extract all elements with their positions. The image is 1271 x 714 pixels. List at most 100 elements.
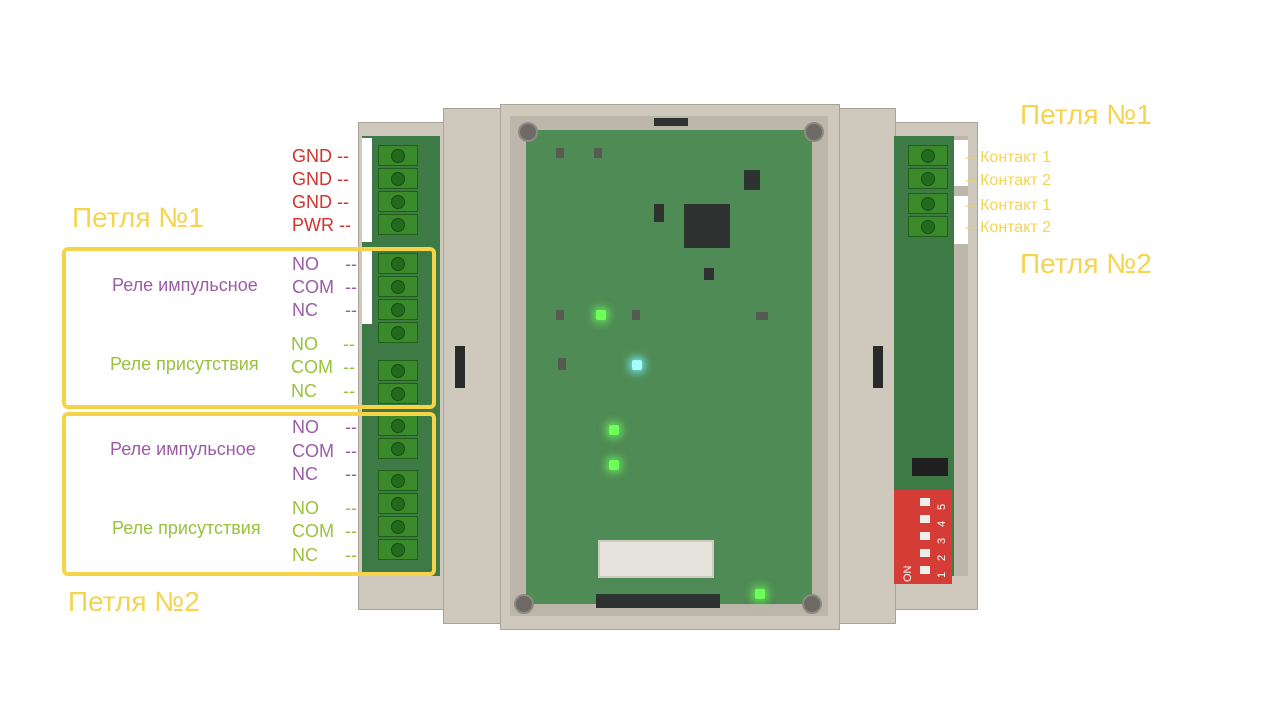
dip-number: 3: [936, 537, 948, 544]
terminal-gnd: [378, 145, 418, 166]
power-label-gnd: GND --: [292, 146, 349, 166]
rail-clip: [873, 346, 883, 388]
screw-icon: [391, 280, 405, 294]
contact-label: -- Контакт 2: [965, 172, 1052, 189]
led-green: [609, 425, 619, 435]
terminal-no: [378, 253, 418, 274]
pin-com: COM: [291, 357, 333, 377]
separator-bar: [362, 248, 372, 324]
relay-presence-name: Реле присутствия: [110, 354, 259, 374]
terminal-com: [378, 438, 418, 459]
pin-dash: --: [345, 277, 357, 297]
pin-nc: NC: [292, 545, 318, 565]
dip-number: 1: [936, 571, 948, 578]
relay-impulse-name: Реле импульсное: [110, 439, 256, 459]
led-green: [755, 589, 765, 599]
terminal-gnd: [378, 168, 418, 189]
screw-icon: [391, 520, 405, 534]
loop-2-relay-group: [62, 412, 436, 576]
screw-icon: [921, 197, 935, 211]
screw-icon: [921, 172, 935, 186]
pin-dash: --: [345, 300, 357, 320]
contact-label: -- Контакт 1: [965, 149, 1052, 166]
dip-number: 2: [936, 554, 948, 561]
loop-1-title-right: Петля №1: [1020, 99, 1152, 130]
smd-component: [594, 148, 602, 158]
led-cyan: [632, 360, 642, 370]
loop-2-title-left: Петля №2: [68, 586, 200, 617]
smd-component: [756, 312, 768, 320]
rail-clip: [455, 346, 465, 388]
loop-1-title-left: Петля №1: [72, 202, 204, 233]
dip-number: 4: [936, 520, 948, 527]
dip-on-label: ON: [902, 565, 914, 583]
jumper: [912, 458, 948, 476]
chip-small: [704, 268, 714, 280]
pin-dash: --: [343, 357, 355, 377]
terminal-no: [378, 322, 418, 343]
terminal-nc: [378, 470, 418, 491]
mount-screw: [518, 122, 538, 142]
pin-dash: --: [345, 254, 357, 274]
screw-icon: [391, 303, 405, 317]
screw-icon: [921, 220, 935, 234]
terminal-nc: [378, 383, 418, 404]
screw-icon: [391, 326, 405, 340]
pin-com: COM: [292, 277, 334, 297]
screw-icon: [391, 474, 405, 488]
connector-header: [654, 118, 688, 126]
screw-icon: [391, 364, 405, 378]
pin-dash: --: [343, 381, 355, 401]
terminal-nc: [378, 539, 418, 560]
pin-no: NO: [292, 417, 319, 437]
pin-dash: --: [345, 441, 357, 461]
separator-bar: [954, 140, 968, 186]
dip-switch-toggle: [920, 515, 930, 523]
pin-nc: NC: [291, 381, 317, 401]
pin-com: COM: [292, 441, 334, 461]
smd-component: [558, 358, 566, 370]
terminal-gnd: [378, 191, 418, 212]
separator-bar: [362, 138, 372, 242]
screw-icon: [391, 218, 405, 232]
terminal-contact: [908, 193, 948, 214]
mount-screw: [804, 122, 824, 142]
terminal-com: [378, 516, 418, 537]
separator-bar: [954, 196, 968, 244]
terminal-pwr: [378, 214, 418, 235]
housing-left-rail: [443, 108, 503, 624]
terminal-com: [378, 276, 418, 297]
contact-label: -- Контакт 1: [965, 197, 1052, 214]
pin-dash: --: [345, 464, 357, 484]
chip-small: [654, 204, 664, 222]
dip-number: 5: [936, 503, 948, 510]
screw-icon: [391, 442, 405, 456]
terminal-contact: [908, 145, 948, 166]
contact-label: -- Контакт 2: [965, 219, 1052, 236]
led-green: [609, 460, 619, 470]
smd-component: [556, 310, 564, 320]
screw-icon: [391, 172, 405, 186]
pin-no: NO: [291, 334, 318, 354]
led-green: [596, 310, 606, 320]
smd-component: [632, 310, 640, 320]
screw-icon: [391, 543, 405, 557]
pin-com: COM: [292, 521, 334, 541]
loop-2-title-right: Петля №2: [1020, 248, 1152, 279]
bottom-connector: [596, 594, 720, 608]
relay-presence-name: Реле присутствия: [112, 518, 261, 538]
screw-icon: [391, 257, 405, 271]
power-label-pwr: PWR --: [292, 215, 351, 235]
terminal-nc: [378, 299, 418, 320]
relay-impulse-name: Реле импульсное: [112, 275, 258, 295]
pin-dash: --: [345, 521, 357, 541]
screw-icon: [391, 387, 405, 401]
dip-switch-toggle: [920, 532, 930, 540]
mount-screw: [802, 594, 822, 614]
pin-nc: NC: [292, 464, 318, 484]
terminal-com: [378, 360, 418, 381]
pin-nc: NC: [292, 300, 318, 320]
terminal-contact: [908, 168, 948, 189]
pin-no: NO: [292, 254, 319, 274]
chip-small: [744, 170, 760, 190]
